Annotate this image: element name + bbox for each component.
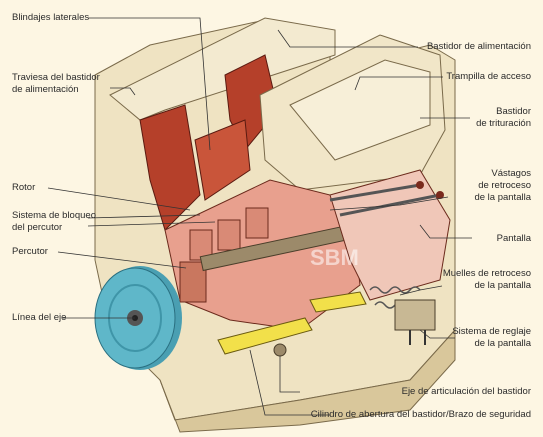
recoil-rod-2 — [339, 193, 441, 217]
label-reglaje-line1: Sistema de reglaje — [452, 326, 531, 337]
label-bastidor-trituracion-line1: Bastidor — [496, 106, 531, 117]
side-liner-left — [139, 104, 201, 231]
label-reglaje-line2: de la pantalla — [474, 338, 531, 349]
access-hatch — [289, 59, 431, 161]
label-vastagos-line3: de la pantalla — [474, 192, 531, 203]
label-pantalla: Pantalla — [496, 233, 531, 244]
screen — [329, 169, 451, 301]
recoil-rod-1 — [329, 183, 421, 202]
leader-lines — [47, 17, 472, 416]
label-articulacion: Eje de articulación del bastidor — [401, 386, 531, 397]
opening-cylinder — [217, 317, 313, 355]
label-rotor: Rotor — [12, 182, 36, 193]
label-vastagos-line2: de retroceso — [478, 180, 531, 191]
label-traviesa-line2: de alimentación — [12, 84, 79, 95]
percutor — [179, 261, 207, 303]
base-frame — [159, 328, 456, 433]
adjustment-system — [394, 299, 436, 331]
cylinder-rod — [309, 291, 367, 313]
rod-end-2 — [436, 191, 444, 199]
label-traviesa-line1: Traviesa del bastidor — [12, 72, 100, 83]
label-eje: Línea del eje — [12, 312, 67, 323]
label-bastidor-alimentacion: Bastidor de alimentación — [426, 41, 531, 52]
watermark: SBM — [310, 245, 359, 270]
label-bloqueo-line1: Sistema de bloqueo — [12, 210, 96, 221]
label-percutor: Percutor — [12, 246, 48, 257]
hinge-shaft — [273, 343, 287, 357]
label-trampilla: Trampilla de acceso — [446, 71, 531, 82]
label-vastagos-line1: Vástagos — [491, 168, 531, 179]
label-muelles-line1: Muelles de retroceso — [442, 268, 531, 279]
blow-bar-3 — [245, 207, 269, 239]
rod-end-1 — [416, 181, 424, 189]
label-bloqueo-line2: del percutor — [12, 222, 63, 233]
label-muelles-line2: de la pantalla — [474, 280, 531, 291]
blow-bar-2 — [217, 219, 241, 251]
label-cilindro: Cilindro de abertura del bastidor/Brazo … — [310, 409, 531, 420]
label-bastidor-trituracion-line2: de trituración — [476, 118, 531, 129]
liner-inner — [194, 119, 251, 201]
label-blindajes: Blindajes laterales — [12, 12, 90, 23]
